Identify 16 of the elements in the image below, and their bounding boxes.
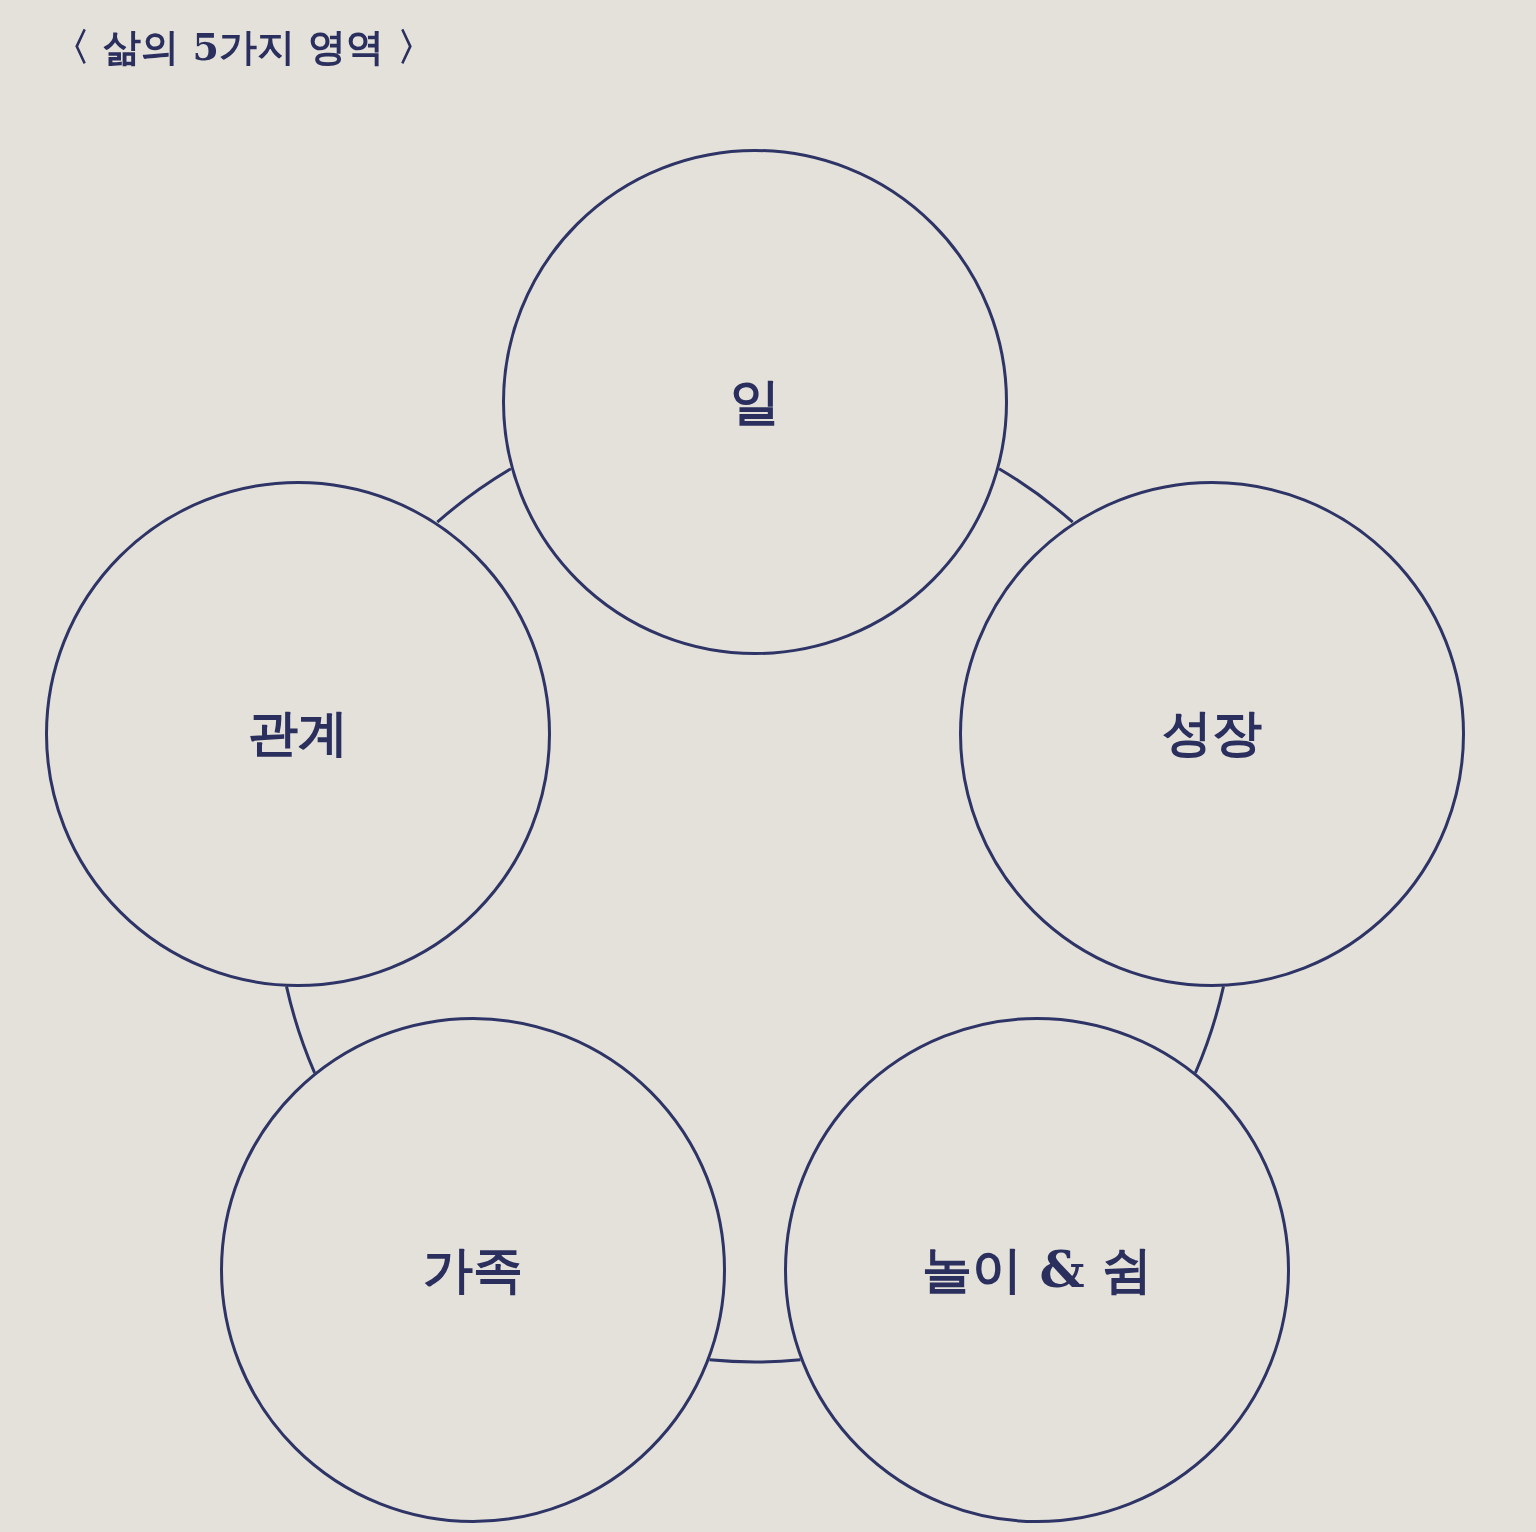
area-label: 놀이 & 쉼 [922, 1238, 1153, 1301]
area-label: 가족 [422, 1238, 523, 1301]
connector-arc [436, 467, 512, 524]
connector-arc [1194, 986, 1225, 1074]
circle-node [219, 1017, 726, 1524]
circle-node [45, 480, 552, 987]
area-label: 관계 [248, 702, 349, 765]
circle-node [784, 1017, 1291, 1524]
circle-node [958, 480, 1465, 987]
diagram-title: 〈 삶의 5가지 영역 〉 [52, 23, 436, 71]
connector-arc [285, 986, 316, 1074]
connector-arc [709, 1358, 801, 1364]
area-label: 성장 [1161, 702, 1262, 765]
area-label: 일 [730, 370, 780, 433]
connector-arc [998, 467, 1074, 524]
circle-node [502, 149, 1008, 655]
